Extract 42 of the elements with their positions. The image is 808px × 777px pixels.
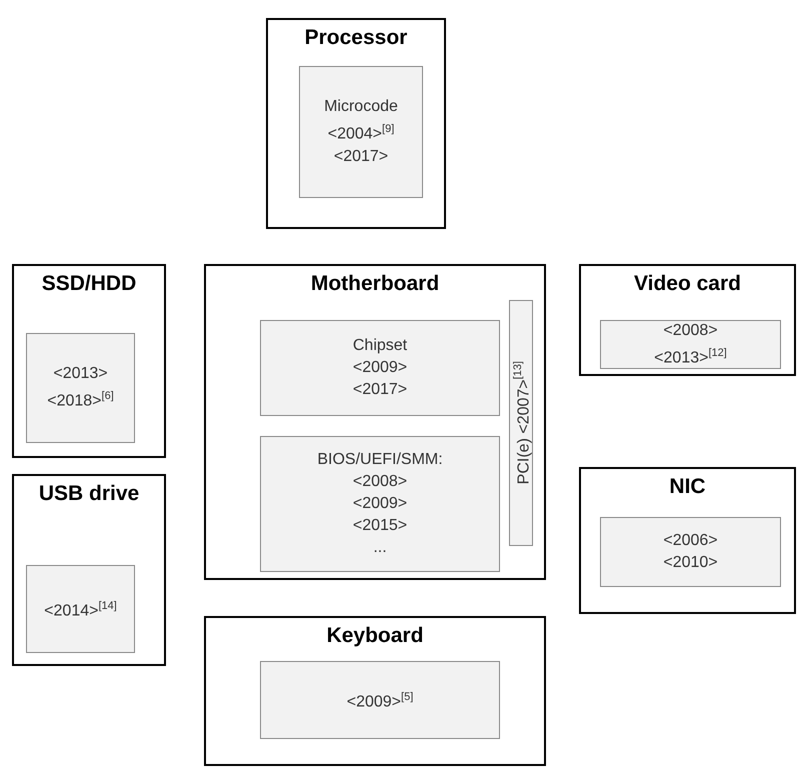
component-title: Keyboard bbox=[326, 624, 424, 648]
component-box bbox=[579, 467, 796, 614]
component-title: USB drive bbox=[38, 482, 140, 506]
firmware-text: <2006> bbox=[663, 531, 718, 551]
firmware-box bbox=[299, 66, 423, 198]
firmware-box bbox=[260, 320, 500, 416]
component-title: SSD/HDD bbox=[40, 272, 138, 296]
component-box bbox=[266, 18, 446, 229]
firmware-text: ... bbox=[373, 538, 387, 558]
firmware-box bbox=[600, 517, 781, 587]
component-title: Video card bbox=[633, 272, 742, 296]
firmware-box bbox=[260, 436, 500, 572]
component-title: NIC bbox=[668, 475, 707, 499]
firmware-text: <2010> bbox=[663, 553, 718, 573]
firmware-box bbox=[260, 661, 500, 739]
firmware-text: <2009>$^{[5]}$ bbox=[346, 690, 414, 713]
firmware-box bbox=[600, 320, 781, 369]
firmware-text: <2018>$^{[6]}$ bbox=[47, 389, 114, 412]
component-box bbox=[12, 264, 166, 458]
firmware-text: <2013> bbox=[53, 364, 108, 384]
firmware-text: BIOS/UEFI/SMM: bbox=[317, 450, 443, 470]
firmware-text: <2008> bbox=[663, 320, 718, 341]
component-box bbox=[12, 474, 166, 666]
firmware-text: <2008> bbox=[352, 472, 408, 492]
firmware-text: <2004>$^{[9]}$ bbox=[328, 122, 394, 145]
firmware-text: <2013>$^{[12]}$ bbox=[654, 346, 727, 368]
component-title: Processor bbox=[304, 26, 408, 50]
component-box bbox=[204, 616, 546, 766]
firmware-text: <2009> bbox=[352, 358, 408, 378]
firmware-text: <2017> bbox=[352, 380, 408, 400]
firmware-box bbox=[509, 300, 533, 546]
firmware-text: Chipset bbox=[352, 336, 408, 356]
component-box bbox=[204, 264, 546, 580]
firmware-text: <2009> bbox=[352, 494, 408, 514]
firmware-box bbox=[26, 333, 135, 443]
component-title: Motherboard bbox=[310, 272, 440, 296]
firmware-text: <2017> bbox=[334, 146, 388, 167]
firmware-text: <2015> bbox=[352, 516, 408, 536]
firmware-box bbox=[26, 565, 135, 653]
firmware-text: Microcode bbox=[324, 97, 398, 118]
firmware-text: <2014>$^{[14]}$ bbox=[44, 599, 117, 622]
component-box bbox=[579, 264, 796, 376]
